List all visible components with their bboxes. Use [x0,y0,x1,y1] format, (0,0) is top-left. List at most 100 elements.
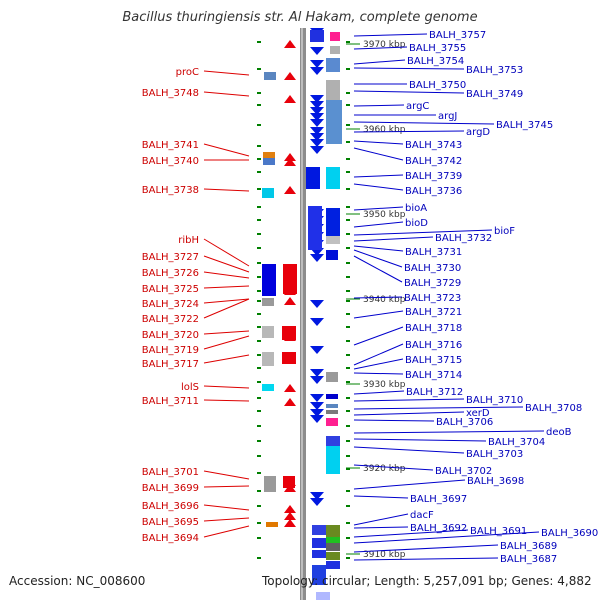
reverse-gene-block [326,537,340,543]
right-gene-label: BALH_3739 [405,171,462,182]
scale-label: 3920 kbp [363,464,406,474]
right-leader-line [353,33,428,37]
reverse-gene-block [326,525,340,537]
left-gene-label: BALH_3726 [142,268,199,279]
reverse-arrow [310,409,324,417]
scale-label: 3910 kbp [363,550,406,560]
track-tick-right [346,41,350,43]
left-leader-line [203,517,250,522]
right-leader-line [353,557,499,561]
reverse-arrow [310,369,324,377]
track-tick-right [346,397,350,399]
reverse-gene-block [312,565,326,585]
scale-label: 3930 kbp [363,380,406,390]
right-gene-label: BALH_3689 [500,541,557,552]
forward-gene-block [262,384,274,391]
left-leader-line [203,399,250,402]
left-leader-line [203,354,250,364]
reverse-arrow [310,107,324,115]
left-gene-label: BALH_3741 [142,140,199,151]
left-leader-line [203,255,250,273]
track-tick-left [257,440,261,442]
reverse-arrow [310,492,324,500]
right-gene-label: BALH_3754 [407,56,464,67]
forward-arrow [284,158,296,166]
reverse-arrow [310,127,324,135]
right-gene-label: BALH_3702 [435,466,492,477]
forward-gene-block [264,476,276,492]
track-tick-right [346,188,350,190]
right-gene-label: BALH_3687 [500,554,557,565]
right-leader-line [353,438,487,442]
reverse-gene-block [326,552,340,560]
reverse-arrow [310,394,324,402]
track-tick-right [346,68,350,70]
forward-gene-block [262,326,274,338]
left-leader-line [203,238,250,267]
left-leader-line [203,335,250,350]
reverse-arrow [310,119,324,127]
reverse-gene-block [326,167,340,189]
reverse-gene-block [326,250,338,260]
left-gene-label: ribH [178,235,199,246]
track-tick-right [346,425,350,427]
right-leader-line [353,104,405,107]
left-gene-label: BALH_3699 [142,483,199,494]
right-gene-label: argC [406,101,429,112]
right-leader-line [353,526,409,529]
right-gene-label: BALH_3715 [405,355,462,366]
right-leader-line [353,229,493,236]
forward-gene-fill [282,326,296,340]
right-leader-line [353,446,465,454]
right-leader-line [353,479,466,490]
reverse-gene-block [326,372,338,382]
right-leader-line [353,326,404,346]
right-leader-line [353,59,406,65]
right-gene-label: BALH_3712 [406,387,463,398]
accession-text: Accession: NC_008600 [9,574,146,588]
reverse-gene-block [330,32,340,41]
left-gene-label: BALH_3696 [142,501,199,512]
track-tick-left [257,276,261,278]
left-leader-line [203,298,250,319]
right-leader-line [353,495,409,499]
left-gene-label: BALH_3724 [142,299,199,310]
forward-gene-block [264,72,276,80]
forward-gene-fill [283,264,297,294]
right-gene-label: BALH_3732 [435,233,492,244]
right-leader-line [353,343,404,366]
forward-gene-fill [282,352,296,364]
left-leader-line [203,298,250,304]
track-tick-left [257,490,261,492]
reverse-gene-block [312,550,326,558]
track-tick-left [257,425,261,427]
track-tick-right [346,300,350,302]
reverse-gene-block [326,410,338,414]
reverse-arrow [310,300,324,308]
track-tick-left [257,354,261,356]
forward-arrow [284,512,296,520]
track-tick-left [257,522,261,524]
track-tick-right [346,313,350,315]
reverse-gene-block [330,46,340,54]
forward-gene-block [262,298,274,306]
forward-gene-block [262,352,274,366]
forward-arrow [284,40,296,48]
track-tick-right [346,340,350,342]
right-leader-line [353,529,469,538]
right-gene-label: BALH_3714 [405,370,462,381]
reverse-arrow [310,376,324,384]
reverse-gene-block [326,100,342,144]
left-gene-label: lolS [181,382,199,393]
track-tick-right [346,381,350,383]
track-tick-left [257,326,261,328]
forward-gene-block [266,522,278,527]
track-tick-right [346,522,350,524]
right-leader-line [353,147,404,161]
track-tick-right [346,468,350,470]
left-leader-line [203,271,250,279]
reverse-arrow [310,346,324,354]
right-gene-label: bioF [494,226,515,237]
track-tick-left [257,145,261,147]
right-gene-label: BALH_3736 [405,186,462,197]
